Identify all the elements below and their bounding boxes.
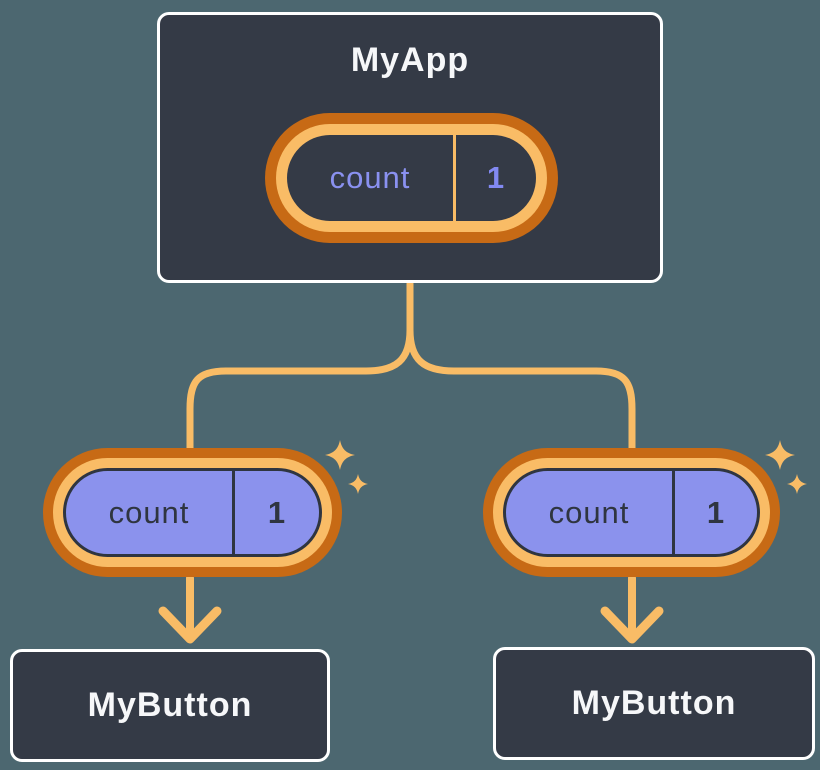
prop-pill-value: 1 <box>706 494 726 530</box>
component-node-myapp: MyApp <box>157 12 663 283</box>
prop-pill-right: count 1 <box>503 468 760 557</box>
component-node-mybutton-right: MyButton <box>493 647 815 760</box>
pill-divider <box>672 471 675 554</box>
sparkle-icon <box>325 440 355 470</box>
component-node-mybutton-left: MyButton <box>10 649 330 762</box>
prop-pill-value: 1 <box>267 494 287 530</box>
prop-pill-label: count <box>548 494 630 530</box>
state-pill-value: 1 <box>486 160 506 195</box>
node-title: MyApp <box>350 41 470 79</box>
connector-root-to-right-pill <box>406 280 636 454</box>
sparkle-icon <box>765 440 795 470</box>
pill-divider <box>453 135 456 221</box>
pill-divider <box>232 471 235 554</box>
arrow-down-icon <box>158 606 222 644</box>
sparkle-icon <box>348 474 368 494</box>
arrow-down-icon <box>600 606 664 644</box>
prop-pill-left: count 1 <box>63 468 322 557</box>
state-pill-label: count <box>329 160 411 195</box>
sparkle-icon <box>787 474 807 494</box>
connector-root-to-left-pill <box>186 280 414 454</box>
prop-pill-label: count <box>108 494 190 530</box>
state-pill: count 1 <box>287 135 536 221</box>
